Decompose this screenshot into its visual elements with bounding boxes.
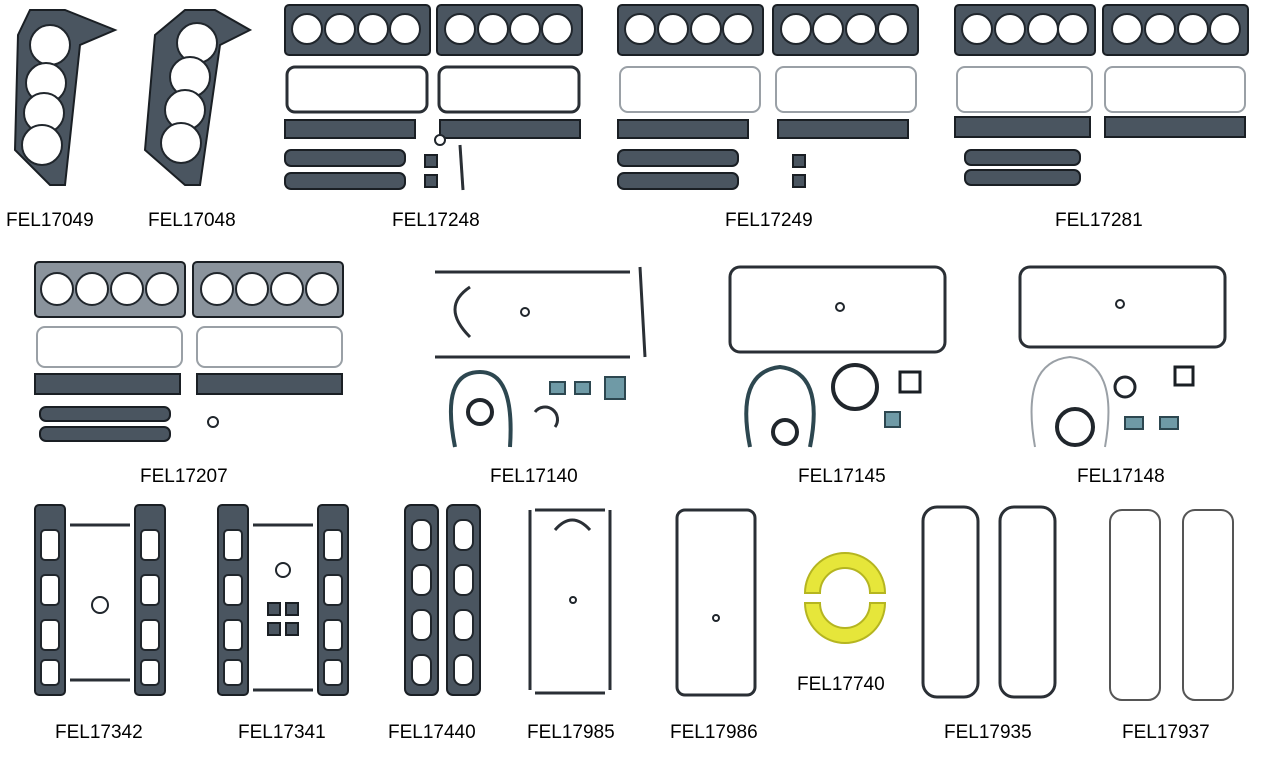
- intake-gasket-image: [217, 504, 349, 696]
- part-label-fel17140: FEL17140: [490, 466, 578, 487]
- gasket-set-image: [435, 266, 647, 448]
- part-label-fel17281: FEL17281: [1055, 210, 1143, 231]
- oil-pan-gasket-image: [528, 508, 612, 695]
- part-label-fel17440: FEL17440: [388, 722, 476, 743]
- gasket-set-image: [954, 4, 1249, 186]
- part-label-fel17248: FEL17248: [392, 210, 480, 231]
- part-label-fel17985: FEL17985: [527, 722, 615, 743]
- exhaust-gasket-image: [404, 504, 481, 696]
- gasket-set-image: [728, 265, 947, 448]
- part-label-fel17740: FEL17740: [797, 674, 885, 695]
- part-label-fel17049: FEL17049: [6, 210, 94, 231]
- part-label-fel17048: FEL17048: [148, 210, 236, 231]
- valve-cover-gasket-image: [1109, 509, 1234, 701]
- gasket-set-image: [284, 4, 583, 191]
- gasket-set-image: [1018, 265, 1227, 448]
- part-label-fel17341: FEL17341: [238, 722, 326, 743]
- intake-gasket-image: [34, 504, 166, 696]
- rear-main-seal-image: [803, 552, 887, 644]
- part-label-fel17148: FEL17148: [1077, 466, 1165, 487]
- head-gasket-image: [13, 9, 118, 186]
- gasket-set-image: [617, 4, 919, 190]
- gasket-set-image: [34, 261, 344, 442]
- part-label-fel17937: FEL17937: [1122, 722, 1210, 743]
- part-label-fel17935: FEL17935: [944, 722, 1032, 743]
- oil-pan-gasket-image: [675, 508, 757, 697]
- part-label-fel17249: FEL17249: [725, 210, 813, 231]
- valve-cover-gasket-image: [921, 505, 1057, 699]
- part-label-fel17145: FEL17145: [798, 466, 886, 487]
- part-label-fel17342: FEL17342: [55, 722, 143, 743]
- part-label-fel17986: FEL17986: [670, 722, 758, 743]
- part-label-fel17207: FEL17207: [140, 466, 228, 487]
- head-gasket-image: [143, 9, 253, 186]
